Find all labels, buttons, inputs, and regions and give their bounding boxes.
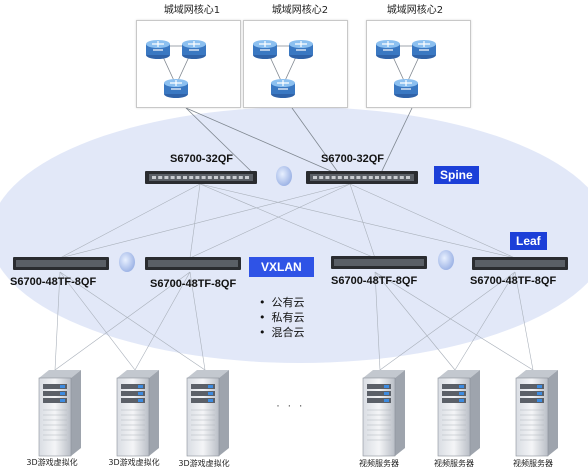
- cloud-item-private: 私有云: [259, 310, 305, 325]
- cloud-item-hybrid: 混合云: [259, 325, 305, 340]
- spine-switch-1: [145, 171, 257, 184]
- server-label-6: 视频服务器: [513, 459, 553, 468]
- leaf-switch-3-label: S6700-48TF-8QF: [331, 275, 418, 287]
- leaf-switch-3: [331, 256, 427, 269]
- leaf-tag: Leaf: [510, 232, 547, 250]
- leaf-switch-4-label: S6700-48TF-8QF: [470, 275, 557, 287]
- cloud-item-public: 公有云: [259, 295, 305, 310]
- server-icon: [38, 370, 81, 457]
- core-node-3: [366, 20, 471, 108]
- spine-switch-1-label: S6700-32QF: [170, 153, 233, 165]
- spine-switch-2-label: S6700-32QF: [321, 153, 384, 165]
- fabric-links: [54, 183, 534, 371]
- core-node-2: [243, 20, 348, 108]
- server-label-2: 3D游戏虚拟化: [108, 458, 160, 467]
- leaf-switch-2-label: S6700-48TF-8QF: [150, 278, 237, 290]
- server-icon: [362, 370, 405, 457]
- server-label-5: 视频服务器: [434, 459, 474, 468]
- server-label-1: 3D游戏虚拟化: [26, 458, 78, 467]
- core-spine-links: [185, 107, 413, 176]
- spine-stack-bubble: [276, 166, 292, 186]
- server-icon: [186, 370, 229, 457]
- server-icon: [116, 370, 159, 457]
- leaf-stack-bubble-left: [119, 252, 135, 272]
- server-label-3: 3D游戏虚拟化: [178, 459, 230, 468]
- core-title-3: 城域网核心2: [386, 5, 444, 16]
- core-title-2: 城域网核心2: [271, 5, 329, 16]
- leaf-switch-1-label: S6700-48TF-8QF: [10, 276, 97, 288]
- server-label-4: 视频服务器: [359, 459, 399, 468]
- more-servers-ellipsis: · · ·: [276, 398, 305, 412]
- leaf-switch-2: [145, 257, 241, 270]
- cloud-type-list: 公有云 私有云 混合云: [259, 295, 305, 340]
- vxlan-tag: VXLAN: [249, 257, 314, 277]
- core-node-1: [136, 20, 241, 108]
- spine-tag: Spine: [434, 166, 479, 184]
- server-icon: [437, 370, 480, 457]
- core-title-1: 城域网核心1: [163, 5, 221, 16]
- leaf-switch-4: [472, 257, 568, 270]
- leaf-switch-1: [13, 257, 109, 270]
- server-icon: [515, 370, 558, 457]
- spine-switch-2: [306, 171, 418, 184]
- leaf-stack-bubble-right: [438, 250, 454, 270]
